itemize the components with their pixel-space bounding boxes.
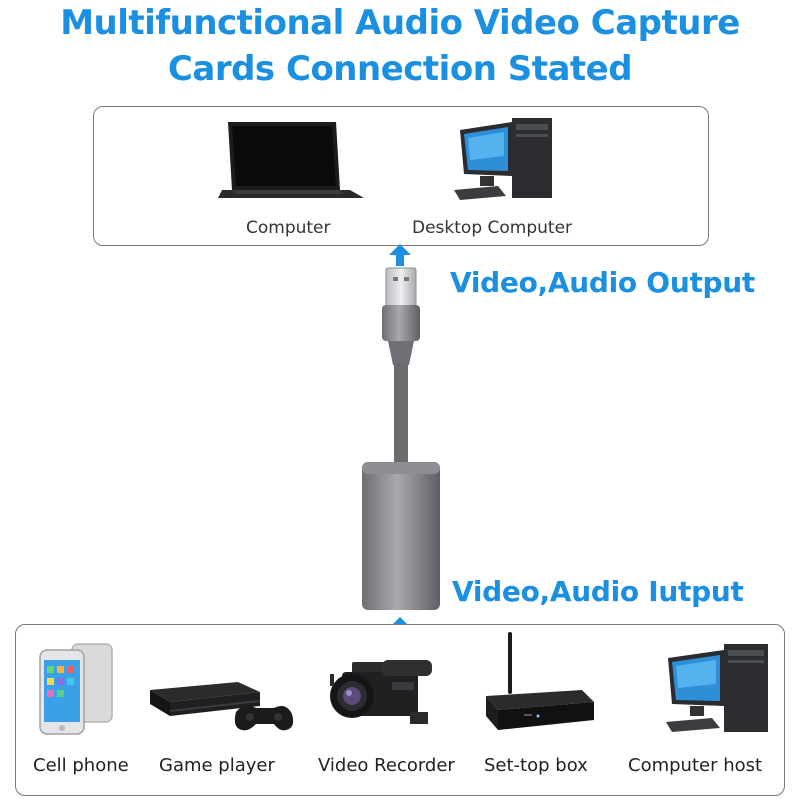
output-label: Video,Audio Output (450, 266, 755, 299)
video-camera-icon (322, 652, 437, 732)
capture-card-icon (355, 265, 445, 615)
computer-host-icon (664, 640, 774, 736)
game-console-icon (140, 672, 295, 734)
bottom-device-label-set-top-box: Set-top box (484, 755, 588, 776)
up-arrow-icon (388, 244, 412, 266)
top-device-label-computer: Computer (246, 218, 331, 238)
bottom-device-label-game-player: Game player (159, 755, 275, 776)
bottom-device-label-cell-phone: Cell phone (33, 755, 129, 776)
input-label: Video,Audio Iutput (452, 575, 744, 608)
output-devices-box (93, 106, 709, 246)
page-title-line-2: Cards Connection Stated (0, 46, 800, 92)
bottom-device-label-video-recorder: Video Recorder (318, 755, 455, 776)
page-title-line-1: Multifunctional Audio Video Capture (0, 0, 800, 46)
cell-phone-icon (34, 640, 124, 740)
laptop-icon (218, 118, 368, 200)
set-top-box-icon (478, 630, 598, 734)
bottom-device-label-computer-host: Computer host (628, 755, 762, 776)
top-device-label-desktop-computer: Desktop Computer (412, 218, 572, 238)
desktop-computer-icon (450, 116, 560, 202)
